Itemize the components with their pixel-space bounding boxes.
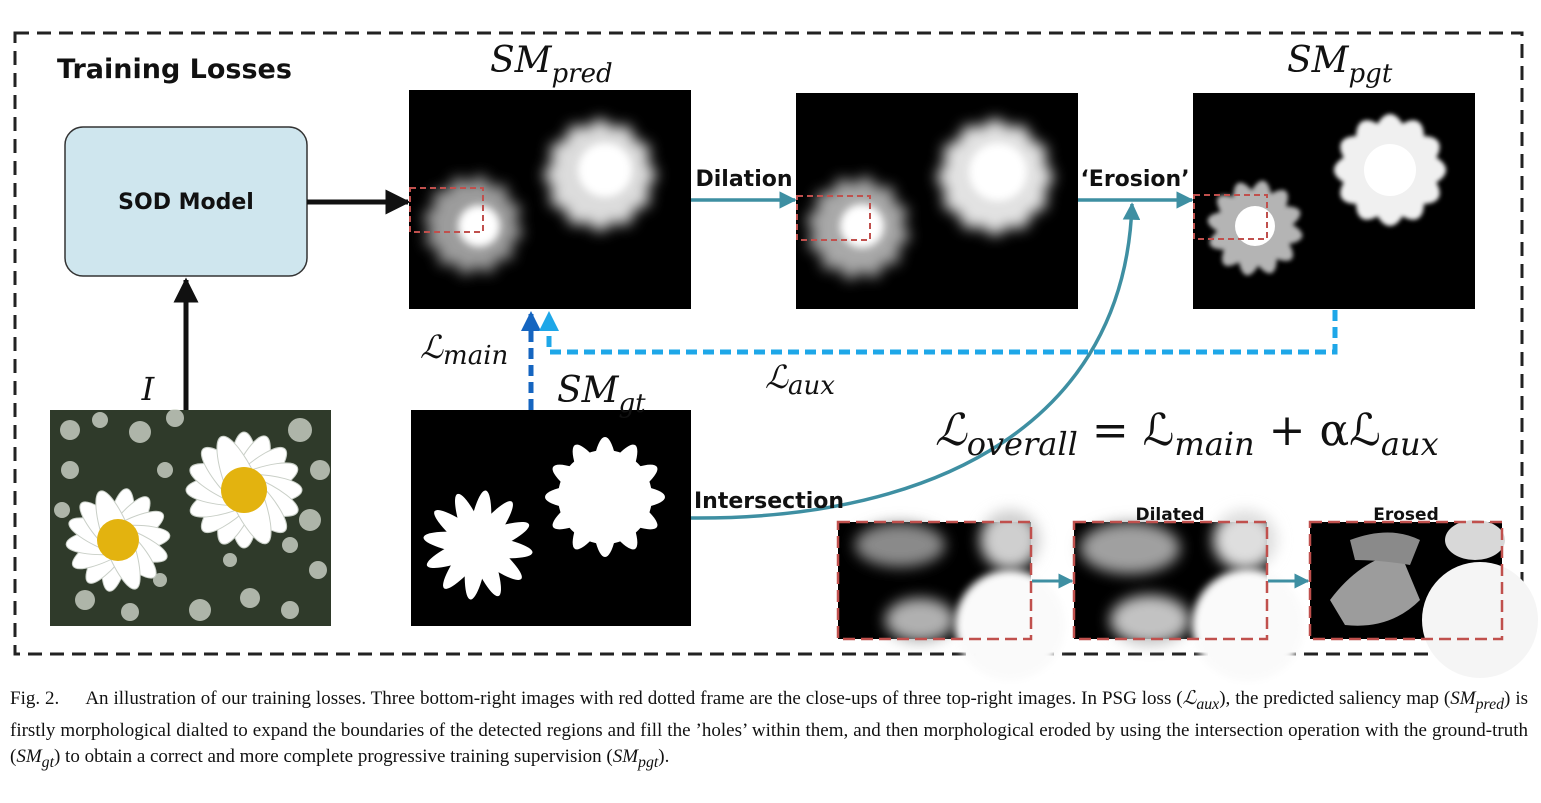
caption-sym-smpgt: SM (612, 745, 639, 767)
caption-sub-pred: pred (1475, 695, 1505, 713)
closeup-pred (836, 510, 1065, 680)
loss-main-label: ℒmain (420, 328, 508, 371)
caption-text-1: An illustration of our training losses. … (85, 688, 1183, 709)
input-label: I (141, 370, 156, 408)
dilated-closeup-frame (796, 195, 871, 241)
sm-pgt-image (1193, 93, 1475, 309)
sm-gt-label: SMgt (557, 370, 646, 419)
closeup-eroded-label: Erosed (1373, 505, 1439, 525)
figure-caption: Fig. 2. An illustration of our training l… (10, 686, 1528, 776)
caption-text-5: ). (658, 745, 670, 767)
caption-text-3: ) is firstly morphological dialted to ex… (10, 688, 1528, 767)
input-image (50, 409, 331, 626)
outer-dashed-frame (13, 31, 1524, 656)
dilated-image (796, 93, 1078, 309)
caption-sym-smpred: SM (1450, 688, 1476, 709)
panel-title: Training Losses (57, 54, 292, 85)
sm-gt-image (411, 410, 691, 626)
caption-sub-aux: aux (1196, 695, 1220, 713)
caption-sub-gt: gt (41, 753, 54, 771)
sm-pred-closeup-frame (409, 187, 484, 233)
intersection-label: Intersection (694, 489, 844, 514)
erosion-label: ‘Erosion’ (1080, 167, 1189, 192)
sm-pred-label: SMpred (490, 40, 613, 89)
sm-pgt-closeup-frame (1193, 194, 1268, 240)
closeup-dilated (1072, 510, 1304, 681)
caption-text-4: ) to obtain a correct and more complete … (53, 745, 613, 767)
caption-sub-pgt: pgt (638, 753, 659, 771)
sod-model-label: SOD Model (118, 190, 254, 215)
caption-sym-laux: ℒ (1182, 688, 1197, 709)
figure-number: Fig. 2. (10, 688, 60, 709)
overall-loss-equation: ℒoverall = ℒmain + αℒaux (935, 405, 1439, 463)
sm-pgt-label: SMpgt (1287, 40, 1393, 89)
closeup-dilated-label: Dilated (1135, 505, 1204, 525)
intersection-arrow (690, 202, 1141, 520)
caption-text-2: ), the predicted saliency map ( (1219, 688, 1451, 709)
loss-aux-arrow (539, 310, 1338, 355)
sm-pred-image (409, 90, 691, 309)
closeup-eroded (1308, 520, 1538, 678)
caption-sym-smgt: SM (16, 745, 42, 767)
loss-aux-label: ℒaux (765, 358, 835, 401)
dilation-label: Dilation (695, 167, 792, 192)
